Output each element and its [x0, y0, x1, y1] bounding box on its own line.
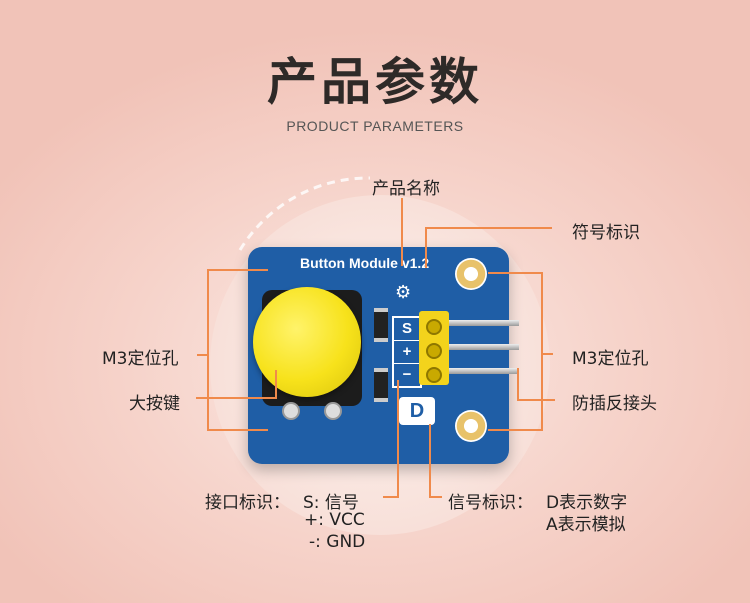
pin-pad: [282, 402, 300, 420]
board-name-silkscreen: Button Module v1.2: [300, 255, 430, 271]
resistor: [374, 368, 388, 402]
silk-label-minus: −: [402, 366, 412, 383]
label-symbol-mark: 符号标识: [572, 223, 640, 243]
label-big-button: 大按键: [129, 394, 180, 414]
page-title: 产品参数: [267, 53, 483, 111]
label-anti-plug: 防插反接头: [572, 394, 657, 414]
interface-line-gnd: -: GND: [309, 532, 366, 552]
signal-line-analog: A表示模拟: [546, 515, 626, 535]
digital-signal-symbol: D: [399, 397, 435, 425]
signal-line-digital: D表示数字: [546, 493, 628, 513]
page-subtitle: PRODUCT PARAMETERS: [286, 118, 464, 134]
header-pins: [449, 320, 519, 374]
label-m3-hole-right: M3定位孔: [572, 349, 649, 369]
pin-pad: [324, 402, 342, 420]
label-signal-title: 信号标识：: [448, 493, 533, 513]
silk-label-plus: +: [394, 341, 420, 364]
resistor: [374, 308, 388, 342]
label-interface-title: 接口标识：: [205, 493, 290, 513]
mounting-hole-bottom-right: [455, 410, 487, 442]
logo-icon: ⚙: [395, 282, 412, 303]
label-m3-hole-left: M3定位孔: [102, 349, 179, 369]
interface-line-signal: S: 信号: [303, 493, 359, 513]
silk-label-s: S: [394, 318, 420, 341]
mounting-hole-top-right: [455, 258, 487, 290]
interface-line-vcc: +: VCC: [304, 510, 365, 530]
label-product-name: 产品名称: [372, 179, 440, 199]
anti-reverse-header: [419, 311, 449, 385]
yellow-button-cap: [253, 287, 361, 397]
